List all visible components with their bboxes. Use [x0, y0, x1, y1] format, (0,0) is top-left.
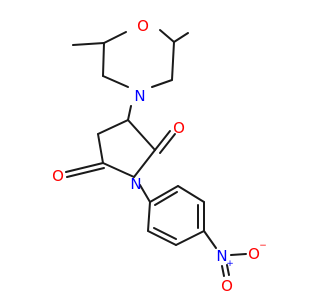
atom-n-morpholine: N	[134, 87, 145, 105]
bond-methyl-right	[173, 32, 189, 43]
bond-ph-to-nitro	[203, 230, 217, 249]
nitro-nitrogen-atom: N +	[216, 247, 233, 269]
bond-ring-n-c3	[102, 75, 129, 88]
carbonyl-oxygen-left-atom: O	[52, 167, 64, 185]
bond-n1-phenyl	[139, 184, 151, 203]
bond-c4-c5	[97, 133, 104, 164]
atom-labels: O N O N O N + O − O	[52, 17, 267, 295]
bond-ring-o-c6	[159, 29, 175, 43]
bond-ring-c3-c2	[102, 42, 105, 77]
atom-o-carbonyl-right: O	[173, 119, 185, 137]
atom-o-morpholine: O	[137, 17, 149, 35]
bond-methyl-left	[72, 42, 105, 46]
atom-n-nitro: N	[216, 247, 227, 265]
imide-nitrogen-atom: N	[130, 175, 141, 193]
bond-c3-c4	[97, 119, 129, 135]
bond-ph-inner-a	[153, 227, 177, 240]
bond-c2-o-a	[154, 130, 171, 151]
bonds	[65, 29, 247, 277]
bond-ph-1-2	[147, 201, 151, 232]
atom-n-imide: N	[130, 175, 141, 193]
bond-nitro-o-bottom-b	[226, 264, 230, 276]
bond-ph-5-6	[177, 185, 205, 203]
bond-ph-6-1	[149, 185, 179, 203]
bond-c5-o-b	[66, 167, 105, 178]
molecule-structure-diagram: O N O N O N + O − O	[52, 17, 267, 295]
morpholine-nitrogen-atom: N	[134, 87, 145, 105]
bond-nitro-o-right	[230, 253, 247, 256]
charge-minus: −	[259, 241, 267, 251]
bond-c2-o-b	[159, 133, 176, 154]
bond-c5-n1	[102, 162, 135, 178]
bond-ph-inner-c	[154, 191, 178, 206]
atom-o-carbonyl-left: O	[52, 167, 64, 185]
bond-ph-3-4	[175, 230, 205, 246]
nitro-oxygen-right-atom: O −	[248, 241, 267, 263]
nitro-oxygen-bottom-atom: O	[221, 277, 233, 295]
bond-ring-c6-c5	[171, 41, 175, 81]
bond-nitro-o-bottom-a	[221, 265, 225, 277]
bond-ring-c5-n	[151, 79, 173, 88]
charge-plus: +	[226, 259, 234, 269]
bond-c5-o-a	[65, 162, 104, 173]
bond-ring-c2-o	[103, 31, 127, 44]
bond-n1-c2	[133, 149, 156, 178]
carbonyl-oxygen-right-atom: O	[173, 119, 185, 137]
atom-o-nitro-right: O	[248, 245, 260, 263]
bond-n-to-c3	[127, 105, 132, 121]
atom-o-nitro-bottom: O	[221, 277, 233, 295]
bond-ph-2-3	[147, 230, 177, 246]
morpholine-oxygen-atom: O	[137, 17, 149, 35]
bond-c2-c3	[127, 119, 156, 151]
